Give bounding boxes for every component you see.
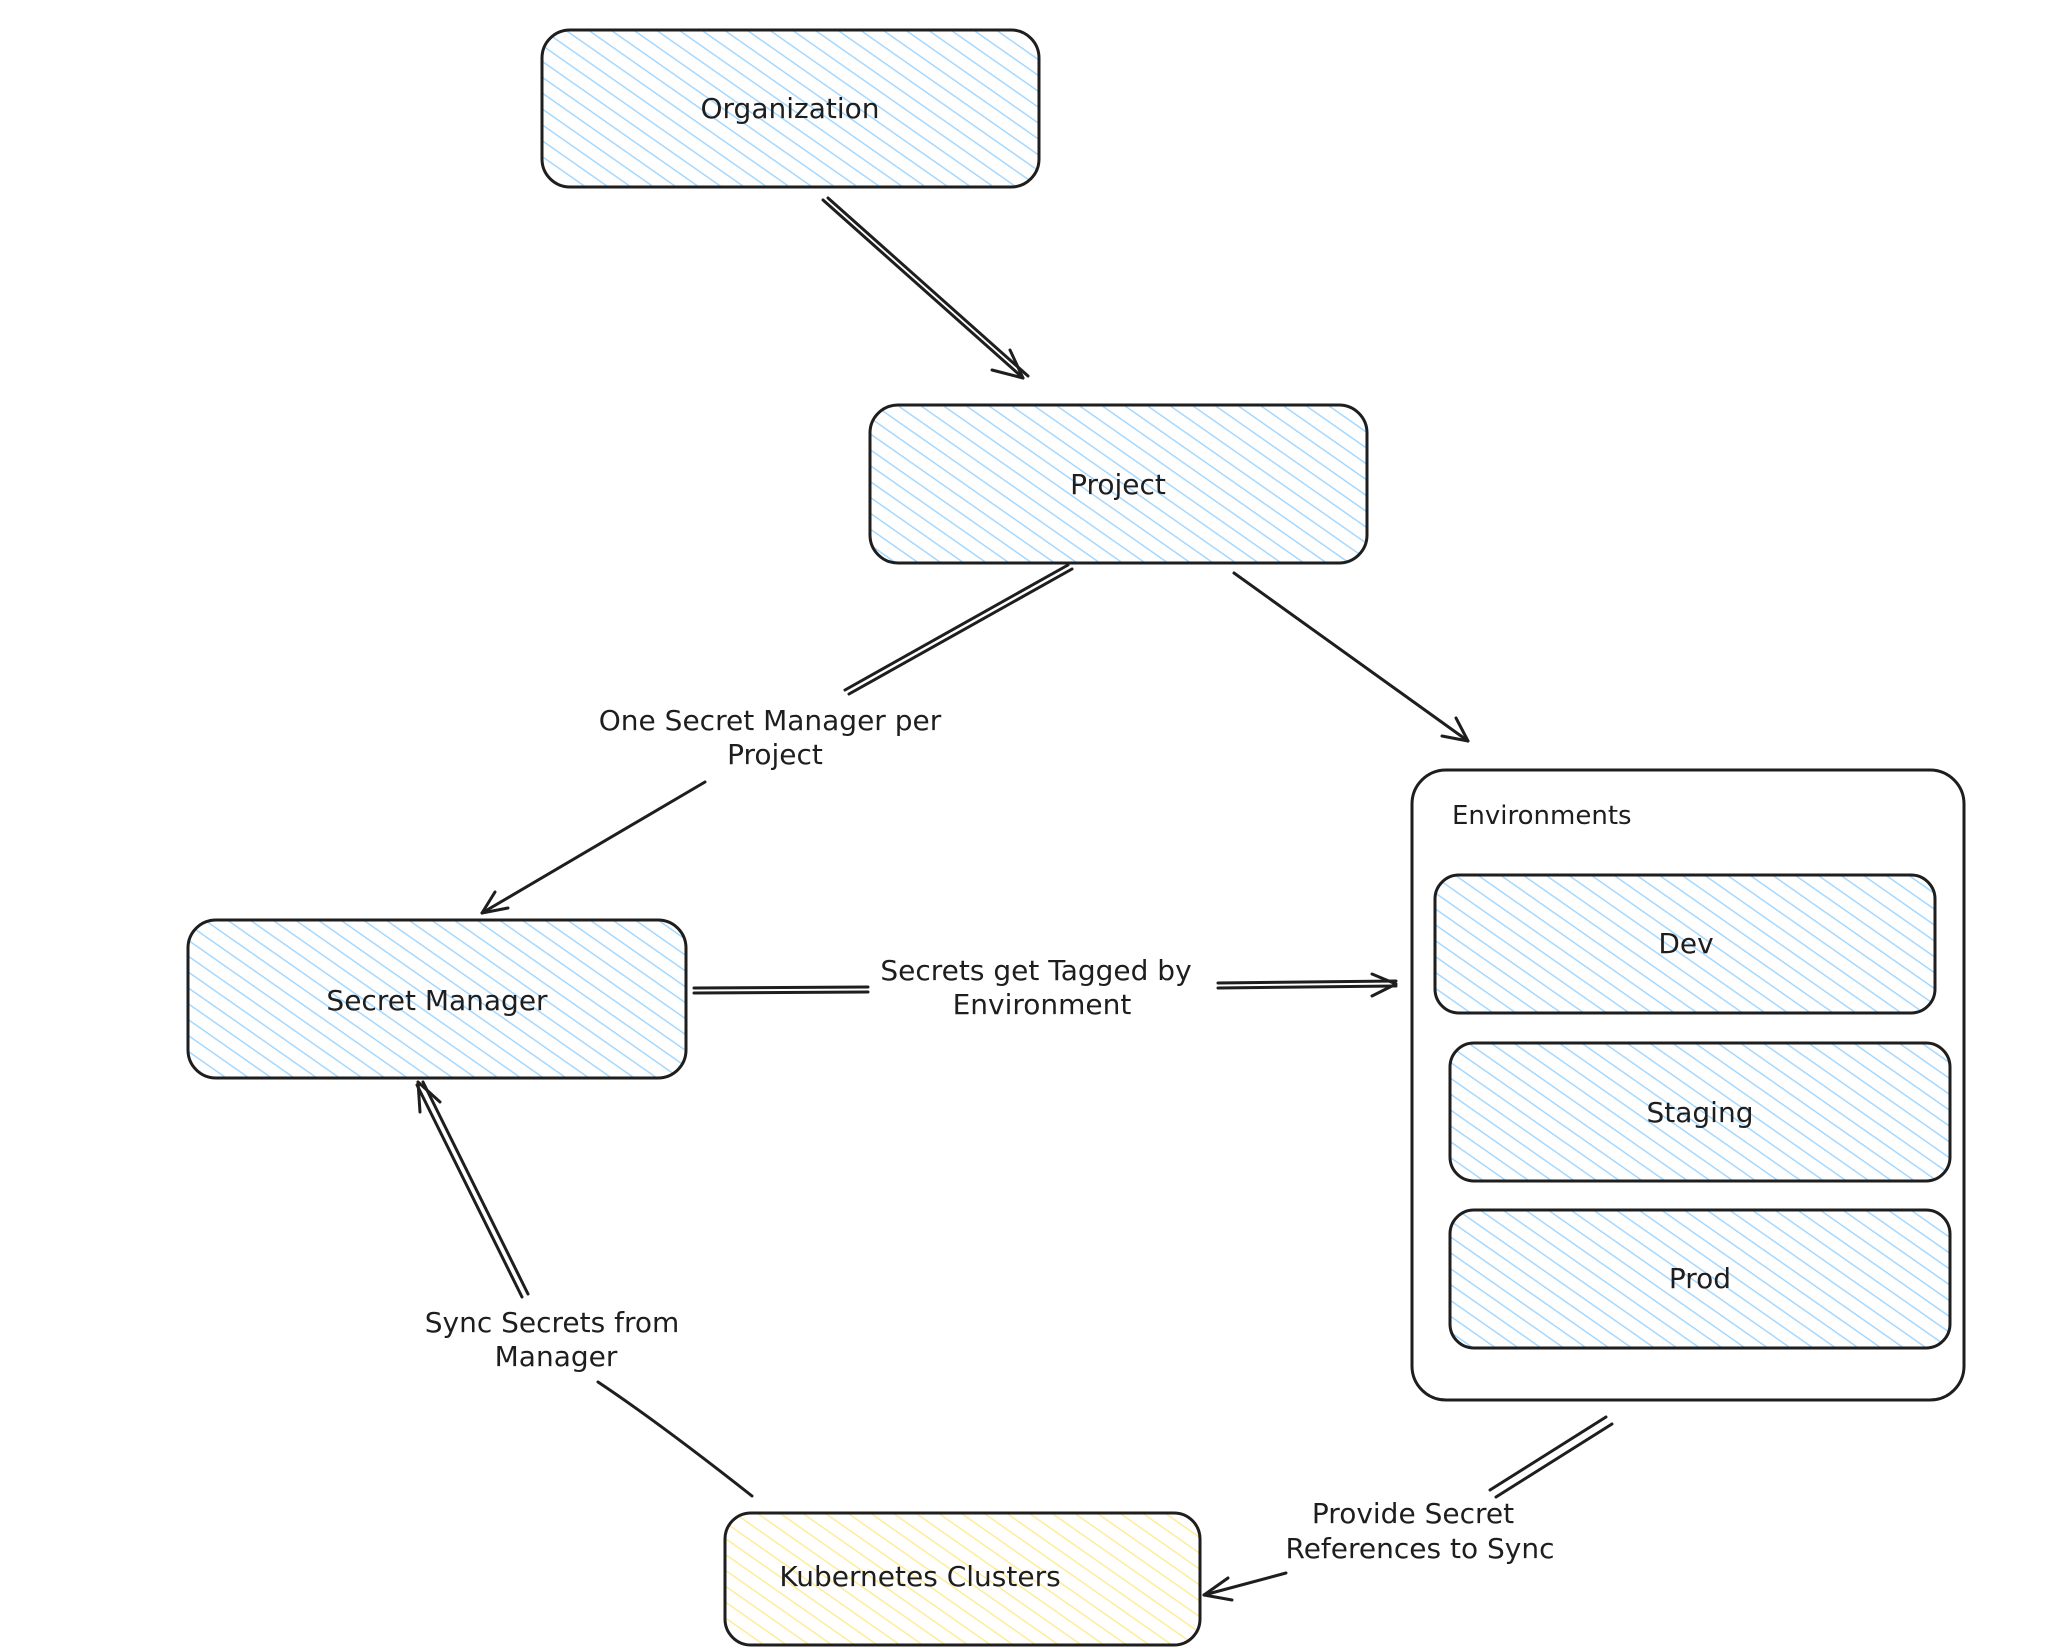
- environment-staging-label: Staging: [1647, 1096, 1754, 1129]
- node-organization[interactable]: Organization: [540, 28, 1041, 189]
- environment-dev[interactable]: Dev: [1433, 873, 1937, 1015]
- edge-label-provide-line1: Provide Secret: [1312, 1497, 1514, 1530]
- edge-kubernetes-to-secret-manager[interactable]: [415, 1080, 754, 1498]
- environment-prod-label: Prod: [1669, 1262, 1731, 1295]
- node-organization-label: Organization: [700, 92, 879, 125]
- node-project[interactable]: Project: [868, 403, 1369, 565]
- node-kubernetes-clusters[interactable]: Kubernetes Clusters: [723, 1511, 1202, 1647]
- node-kubernetes-clusters-label: Kubernetes Clusters: [779, 1560, 1060, 1593]
- environments-title: Environments: [1452, 801, 1632, 831]
- edge-label-tagged-line1: Secrets get Tagged by: [880, 954, 1191, 987]
- edge-label-one-manager-line1: One Secret Manager per: [599, 704, 942, 737]
- environment-dev-label: Dev: [1658, 927, 1713, 960]
- node-project-label: Project: [1070, 468, 1166, 501]
- edge-environments-to-kubernetes[interactable]: [1202, 1415, 1614, 1602]
- edge-secret-manager-to-environments[interactable]: [692, 972, 1398, 998]
- edge-organization-to-project[interactable]: [821, 196, 1030, 380]
- edge-label-sync-line2: Manager: [495, 1340, 618, 1373]
- environment-staging[interactable]: Staging: [1448, 1041, 1952, 1183]
- edge-label-one-manager-line2: Project: [727, 738, 823, 771]
- node-secret-manager[interactable]: Secret Manager: [186, 918, 688, 1080]
- edge-label-sync-line1: Sync Secrets from: [425, 1306, 680, 1339]
- edge-project-to-secret-manager[interactable]: [480, 563, 1074, 915]
- environment-prod[interactable]: Prod: [1448, 1208, 1952, 1350]
- node-secret-manager-label: Secret Manager: [326, 984, 548, 1017]
- edge-label-tagged-line2: Environment: [953, 988, 1132, 1021]
- environments-group[interactable]: Environments Dev Staging Prod: [1410, 768, 1966, 1402]
- edge-label-provide-line2: References to Sync: [1286, 1532, 1555, 1565]
- edge-project-to-environments[interactable]: [1232, 571, 1470, 743]
